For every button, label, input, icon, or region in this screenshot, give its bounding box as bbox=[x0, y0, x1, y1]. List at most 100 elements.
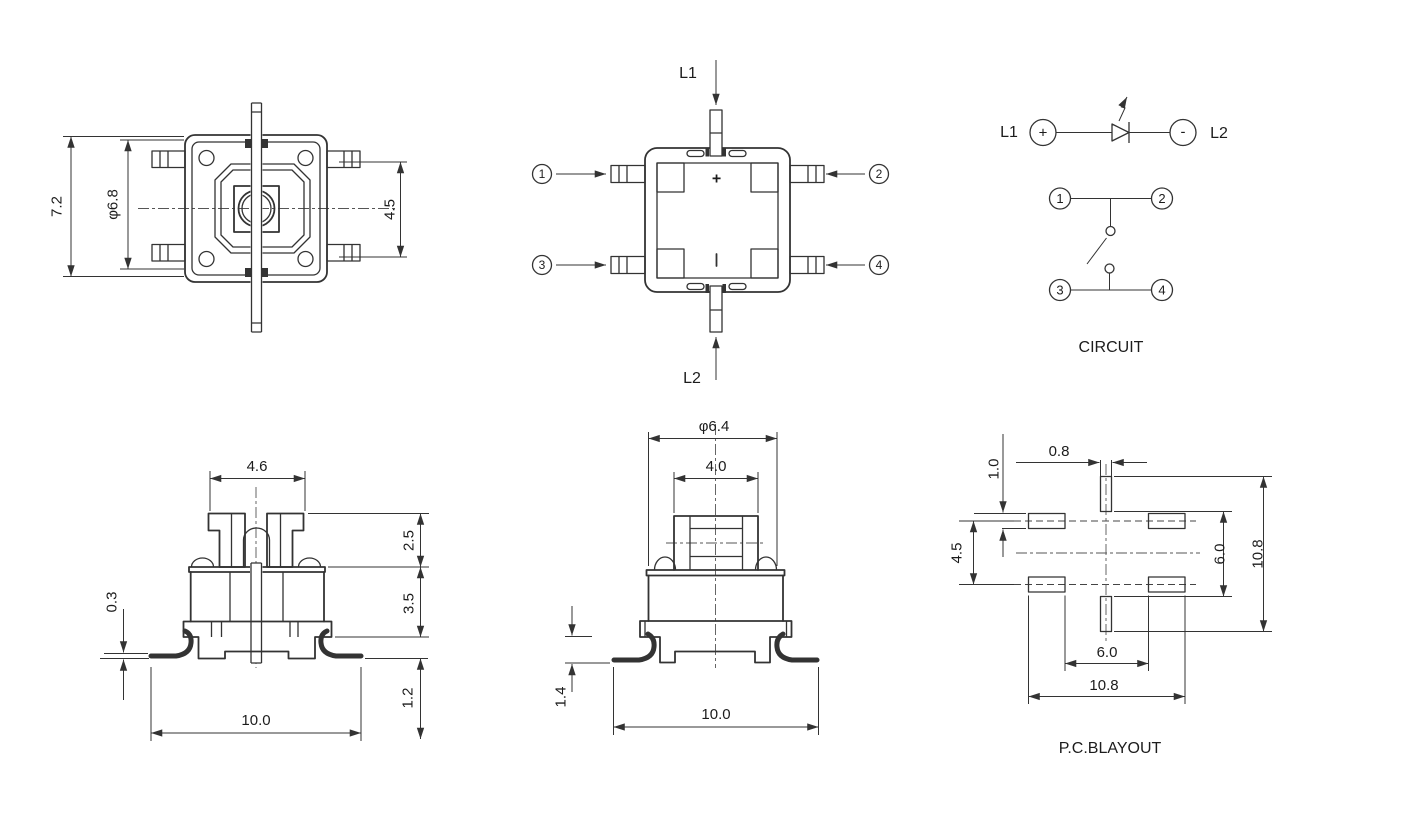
pcb-dim-0-8: 0.8 bbox=[1016, 443, 1147, 467]
pin-number-1: 1 bbox=[539, 167, 546, 181]
dim-label: φ6.4 bbox=[699, 418, 730, 435]
dim-label: 10.8 bbox=[1250, 539, 1267, 568]
front-flange-details bbox=[210, 621, 299, 637]
dim-label: 1.4 bbox=[553, 687, 570, 708]
top-view-contact-frame-inner bbox=[220, 169, 305, 248]
circuit-lead-l1: L1 bbox=[1000, 124, 1018, 141]
side-dim-10-0: 10.0 bbox=[613, 667, 819, 735]
top-view-dim-4-5: 4.5 bbox=[339, 161, 407, 258]
bottom-view-base-inner bbox=[656, 162, 779, 279]
pcb-caption: P.C.BLAYOUT bbox=[1059, 740, 1162, 757]
dim-label: 10.8 bbox=[1089, 677, 1118, 694]
lead-label-l2: L2 bbox=[683, 370, 701, 387]
dim-label: 6.0 bbox=[1097, 644, 1118, 661]
bottom-view-lead-labels: L1 L2 bbox=[679, 60, 720, 387]
pin-number-2: 2 bbox=[876, 167, 883, 181]
led-symbol bbox=[1111, 123, 1130, 142]
dim-label: 1.2 bbox=[400, 688, 417, 709]
dim-label: 4.5 bbox=[382, 199, 399, 220]
front-right-leg bbox=[318, 628, 364, 659]
side-dim-1-4: 1.4 bbox=[553, 606, 610, 708]
front-dim-3-5: 3.5 bbox=[335, 566, 429, 638]
front-center-dome bbox=[242, 527, 271, 567]
dim-label: 4.6 bbox=[247, 458, 268, 475]
pcb-dim-6-0-bottom: 6.0 bbox=[1064, 595, 1149, 671]
top-view: 7.2 φ6.8 4.5 bbox=[49, 102, 407, 333]
top-view-dim-6-8: φ6.8 bbox=[105, 139, 184, 270]
pin-number-4: 4 bbox=[876, 258, 883, 272]
dim-label: φ6.8 bbox=[105, 189, 122, 220]
side-plunger-outline bbox=[673, 515, 759, 571]
side-top-plate bbox=[645, 569, 786, 577]
front-plunger-right-post bbox=[266, 512, 305, 568]
dim-label: 10.0 bbox=[701, 706, 730, 723]
pin-number-3: 3 bbox=[539, 258, 546, 272]
front-body-sides bbox=[189, 571, 325, 623]
front-view: 4.6 2.5 3.5 0.3 1.2 10 bbox=[100, 458, 429, 741]
front-plunger-left-post bbox=[207, 512, 246, 568]
front-body-seams bbox=[229, 572, 284, 622]
pcb-dim-6-0-right: 6.0 bbox=[1114, 511, 1232, 597]
contact-point-lower bbox=[1104, 263, 1115, 274]
pcb-dim-10-8-right: 10.8 bbox=[1114, 476, 1272, 632]
dim-label: 2.5 bbox=[401, 530, 418, 551]
circuit-lead-l2: L2 bbox=[1210, 125, 1228, 142]
pcb-top-slot bbox=[1099, 475, 1113, 513]
front-dim-2-5: 2.5 bbox=[308, 513, 429, 568]
circuit-minus-sign: - bbox=[1181, 124, 1186, 141]
circuit-plus-sign: + bbox=[1039, 125, 1048, 142]
dim-label: 0.8 bbox=[1049, 443, 1070, 460]
circuit-caption: CIRCUIT bbox=[1079, 339, 1144, 356]
pcb-dim-10-8-bottom: 10.8 bbox=[1028, 595, 1186, 704]
front-left-leg bbox=[148, 628, 194, 659]
side-left-leg bbox=[611, 631, 657, 663]
led-light-arrow-icon bbox=[1118, 96, 1128, 122]
side-right-leg bbox=[774, 631, 820, 663]
terminal-4: 4 bbox=[1158, 283, 1165, 298]
top-view-led-lead bbox=[250, 102, 263, 333]
side-dim-6-4: φ6.4 bbox=[648, 418, 778, 566]
circuit-diagram: L1 + - L2 1 2 3 4 CIRCUIT bbox=[1000, 96, 1228, 356]
front-dim-1-2: 1.2 bbox=[365, 658, 428, 740]
dim-label: 4.0 bbox=[706, 458, 727, 475]
top-view-contact-frame-outer bbox=[214, 163, 311, 254]
terminal-3: 3 bbox=[1056, 283, 1063, 298]
pcb-bottom-slot bbox=[1099, 595, 1113, 633]
top-view-dim-7-2: 7.2 bbox=[49, 136, 184, 277]
dim-label: 7.2 bbox=[49, 196, 66, 217]
terminal-2: 2 bbox=[1158, 191, 1165, 206]
side-flange-details bbox=[644, 621, 788, 637]
front-dim-0-3: 0.3 bbox=[100, 592, 149, 700]
bottom-view-lead-l2 bbox=[705, 284, 726, 333]
bottom-view-corner-bosses bbox=[656, 162, 779, 279]
dim-label: 10.0 bbox=[241, 712, 270, 729]
dim-label: 4.5 bbox=[949, 543, 966, 564]
dim-label: 6.0 bbox=[1212, 544, 1229, 565]
pcb-slot-ext-lines bbox=[1100, 460, 1112, 477]
switch-lever bbox=[1086, 237, 1107, 265]
dim-label: 3.5 bbox=[401, 593, 418, 614]
bottom-view-slots bbox=[686, 149, 747, 291]
polarity-plus-mark: + bbox=[712, 171, 721, 188]
top-view-lead-clamp-marks bbox=[245, 139, 268, 277]
front-dim-4-6: 4.6 bbox=[209, 458, 306, 511]
front-led-lead bbox=[250, 562, 263, 664]
side-dim-4-0: 4.0 bbox=[673, 458, 759, 513]
circuit-switch: 1 2 3 4 bbox=[1048, 187, 1174, 302]
side-view: φ6.4 4.0 1.4 10.0 bbox=[553, 418, 820, 735]
bottom-view-lead-l1 bbox=[705, 109, 726, 157]
contact-point-upper bbox=[1105, 225, 1116, 237]
side-bumps bbox=[653, 556, 778, 571]
bottom-view-pin-callouts: 1 2 3 4 bbox=[531, 163, 890, 276]
side-base-flange bbox=[639, 620, 793, 664]
terminal-1: 1 bbox=[1056, 191, 1063, 206]
lead-label-l1: L1 bbox=[679, 65, 697, 82]
pcb-dim-1-0: 1.0 bbox=[974, 434, 1026, 557]
side-plunger-details bbox=[689, 516, 744, 570]
front-side-bumps bbox=[190, 557, 322, 568]
front-dim-10-0: 10.0 bbox=[150, 667, 362, 741]
top-view-corner-holes bbox=[198, 149, 314, 268]
side-body-sides bbox=[647, 574, 784, 622]
